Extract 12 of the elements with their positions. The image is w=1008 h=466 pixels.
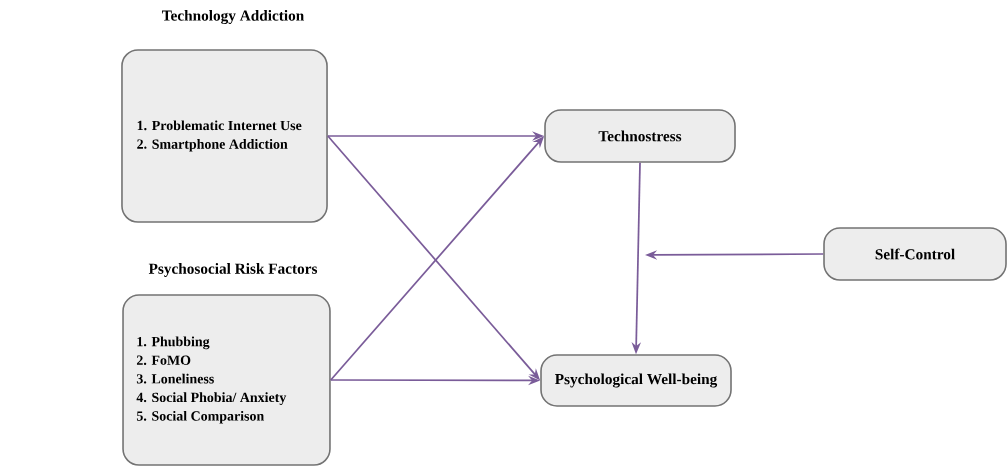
node-label: 2. FoMO — [136, 355, 191, 365]
variable-box: Technostress — [544, 109, 736, 163]
box-heading: Technology Addiction — [162, 10, 304, 24]
factor-box: 1. Problematic Internet Use 2. Smartphone Addiction — [121, 49, 328, 223]
variable-box: Psychological Well-being — [540, 354, 732, 407]
node-label: 5. Social Comparison — [136, 410, 265, 424]
box-heading: Psychosocial Risk Factors — [148, 263, 318, 277]
node-label: 1. Phubbing — [137, 336, 210, 350]
variable-box: Self-Control — [823, 227, 1007, 281]
factor-box: 1. Phubbing 2. FoMO 3. Loneliness 4. Social Phobia/ Anxiety 5. Social Comparison — [122, 294, 331, 466]
node-label: 4. Social Phobia/ Anxiety — [136, 392, 287, 405]
node-label: 3. Loneliness — [136, 373, 214, 384]
